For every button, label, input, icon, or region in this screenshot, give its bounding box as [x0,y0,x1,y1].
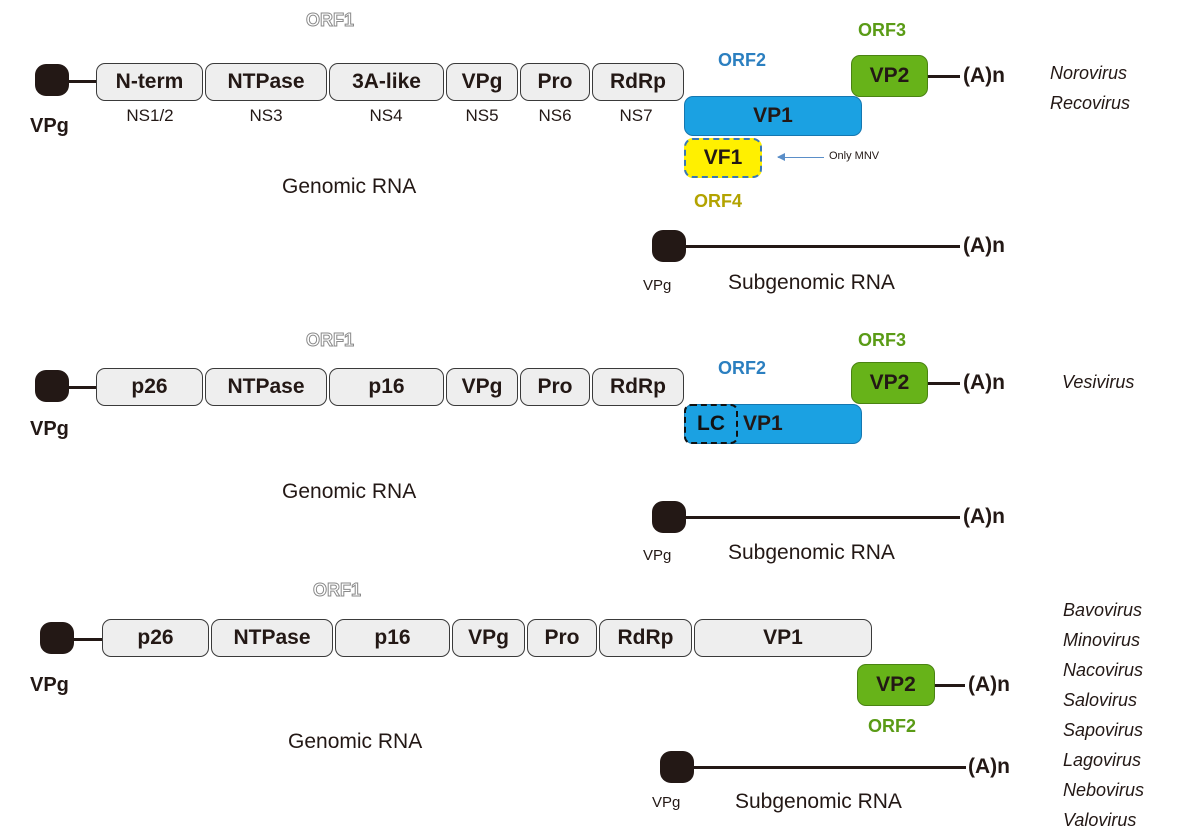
vpg-label: VPg [652,794,681,811]
vpg-label: VPg [30,418,69,440]
subgenomic-line [680,245,960,248]
panel-norovirus: ORF1 VPg N-term NTPase 3A-like VPg Pro R… [0,0,1183,320]
genome-line [65,638,105,641]
genus-name: Minovirus [1063,630,1141,650]
subgenomic-rna-label: Subgenomic RNA [735,790,902,813]
box-ntpase: NTPase [211,619,333,657]
orf3-label: ORF3 [858,20,907,40]
subgenomic-rna-label: Subgenomic RNA [728,541,895,564]
panel-vesivirus: ORF1 VPg p26 NTPase p16 VPg Pro RdRp ORF… [0,320,1183,580]
box-pro: Pro [527,619,597,657]
polya-tail: (A)n [963,505,1005,528]
orf2-label: ORF2 [718,50,767,70]
panel-sapovirus: ORF1 VPg p26 NTPase p16 VPg Pro RdRp VP1… [0,580,1183,835]
genomic-rna-label: Genomic RNA [282,480,417,503]
box-vp1: VP1 [684,404,862,444]
box-pro: Pro [520,368,590,406]
subgenomic-line [680,516,960,519]
genus-name: Lagovirus [1063,750,1142,770]
orf4-label: ORF4 [694,191,743,211]
genus-list: Vesivirus [1062,367,1134,397]
ns-label: NS5 [465,106,499,125]
ns-label: NS4 [369,106,403,125]
box-3a-like: 3A-like [329,63,444,101]
subgenomic-line [688,766,966,769]
box-rdrp: RdRp [592,368,684,406]
polya-tail: (A)n [963,371,1005,394]
genome-line [928,75,960,78]
polya-tail: (A)n [968,755,1010,778]
genome-line [60,386,100,389]
genus-list: Bavovirus Minovirus Nacovirus Salovirus … [1063,595,1144,835]
genus-name: Recovirus [1050,93,1131,113]
genus-list: Norovirus Recovirus [1050,58,1130,118]
box-vpg: VPg [452,619,525,657]
orf1-label: ORF1 [305,330,355,351]
orf1-label: ORF1 [312,580,362,601]
ns-label: NS3 [249,106,283,125]
orf2-label: ORF2 [718,358,767,378]
polya-tail: (A)n [968,673,1010,696]
box-vp1: VP1 [684,96,862,136]
genus-name: Sapovirus [1063,720,1144,740]
box-vp1: VP1 [694,619,872,657]
orf3-label: ORF3 [858,330,907,350]
genome-line [60,80,100,83]
vpg-cap [35,64,69,96]
box-ntpase: NTPase [205,63,327,101]
ns-label: NS6 [538,106,572,125]
box-lc: LC [684,404,738,444]
box-ntpase: NTPase [205,368,327,406]
vpg-cap [35,370,69,402]
genus-name: Nebovirus [1063,780,1145,800]
polya-tail: (A)n [963,64,1005,87]
genus-name: Vesivirus [1062,372,1135,392]
genome-line [928,382,960,385]
box-vpg: VPg [446,63,518,101]
box-vp2: VP2 [851,55,928,97]
box-vp2: VP2 [851,362,928,404]
box-p26: p26 [102,619,209,657]
box-vpg: VPg [446,368,518,406]
orf2-label: ORF2 [868,716,917,736]
genus-name: Nacovirus [1063,660,1144,680]
box-vf1: VF1 [684,138,762,178]
box-rdrp: RdRp [592,63,684,101]
box-p16: p16 [329,368,444,406]
vpg-label: VPg [30,115,69,137]
box-p16: p16 [335,619,450,657]
genomic-rna-label: Genomic RNA [288,730,423,753]
genus-name: Valovirus [1063,810,1137,830]
genus-name: Salovirus [1063,690,1138,710]
vpg-label: VPg [30,674,69,696]
box-nterm: N-term [96,63,203,101]
orf1-label: ORF1 [305,10,355,31]
arrow-icon [777,153,824,161]
box-pro: Pro [520,63,590,101]
vpg-label: VPg [643,547,672,564]
vpg-label: VPg [643,277,672,294]
vpg-cap [40,622,74,654]
polya-tail: (A)n [963,234,1005,257]
genome-line [935,684,965,687]
subgenomic-rna-label: Subgenomic RNA [728,271,895,294]
genus-name: Norovirus [1050,63,1128,83]
box-vp2: VP2 [857,664,935,706]
ns-label: NS7 [619,106,653,125]
box-p26: p26 [96,368,203,406]
genus-name: Bavovirus [1063,600,1143,620]
genomic-rna-label: Genomic RNA [282,175,417,198]
only-mnv-note: Only MNV [829,150,880,162]
box-rdrp: RdRp [599,619,692,657]
ns-label: NS1/2 [126,106,174,125]
